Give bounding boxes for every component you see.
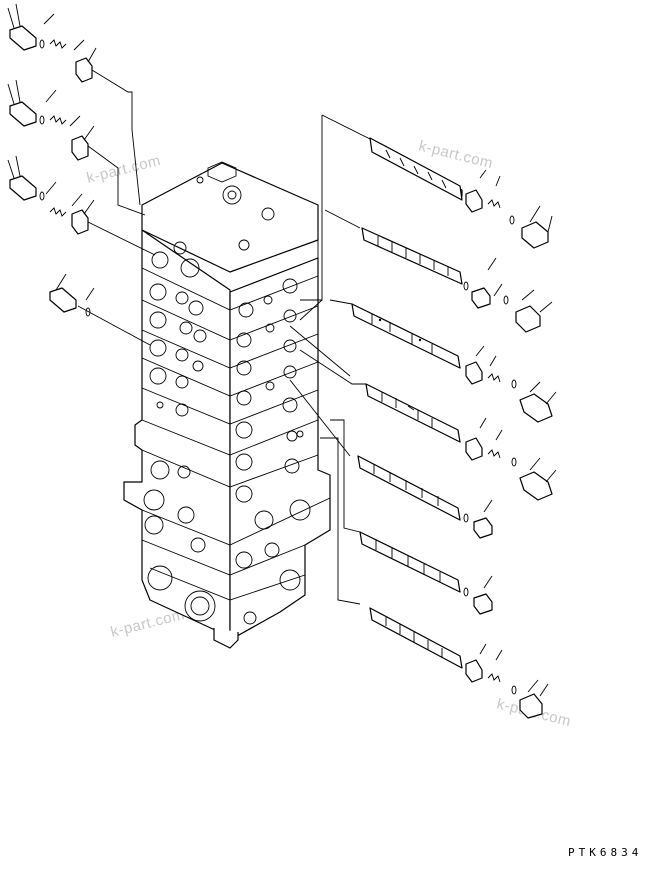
left-parts	[7, 3, 156, 346]
watermark-2: k-part.com	[417, 137, 495, 172]
left-row-4	[49, 273, 151, 346]
watermark-1: k-part.com	[85, 152, 163, 187]
left-ports	[143, 241, 216, 622]
left-row-1	[7, 3, 141, 206]
left-row-2	[7, 79, 146, 216]
left-row-3	[7, 155, 156, 256]
spool-7	[369, 607, 549, 719]
leader-lines	[289, 114, 373, 605]
valve-body	[123, 161, 331, 649]
spool-4	[365, 383, 557, 501]
spool-1	[369, 137, 553, 249]
spool-6	[359, 531, 493, 615]
right-ports	[235, 278, 311, 625]
spool-5	[357, 455, 493, 539]
spool-3	[351, 303, 557, 423]
drawing-code: PTK6834	[568, 846, 642, 859]
spool-2	[361, 227, 553, 333]
mounting-foot	[213, 628, 239, 649]
section-lines	[141, 267, 331, 601]
right-spools	[289, 114, 557, 719]
